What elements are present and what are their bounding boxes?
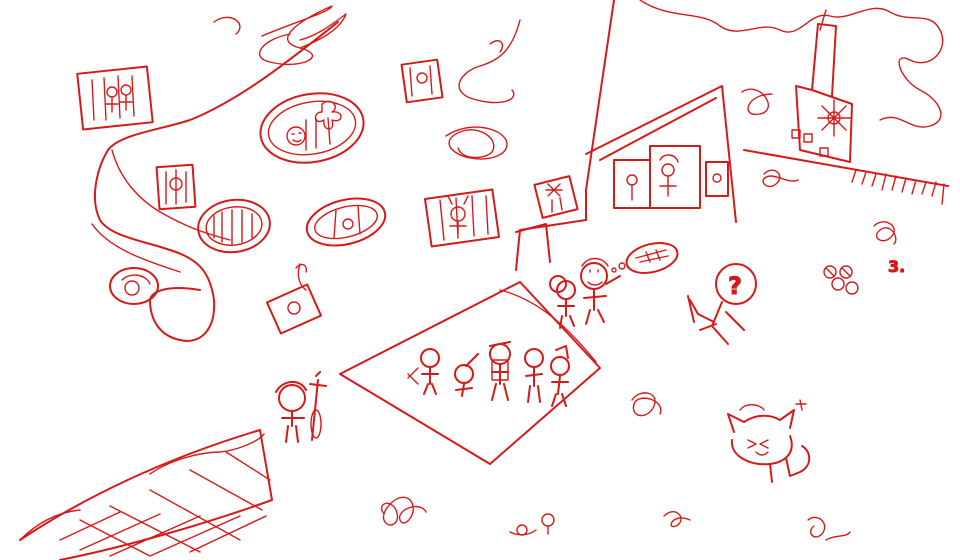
factory <box>744 10 948 204</box>
scribble-cloud-center <box>446 20 520 159</box>
scribble-corner-bottom-right <box>808 517 850 540</box>
sword-figure <box>276 372 326 442</box>
plaza <box>340 282 600 464</box>
digit-three-mark: 3. <box>888 257 905 276</box>
net-area <box>20 430 272 560</box>
flower-pair-bottom <box>510 514 554 535</box>
frame-oval-face <box>110 268 158 304</box>
figure-group-upper <box>550 259 620 329</box>
frame-oval-flower <box>255 85 369 170</box>
scribble-hook-center <box>490 41 502 52</box>
building <box>516 0 736 270</box>
figure-5 <box>551 346 569 406</box>
question-mark-glyph: ? <box>728 272 742 300</box>
ribbon-path <box>95 22 338 341</box>
ink-layer: 3. ? <box>20 0 948 560</box>
scribble-small-right <box>763 170 798 186</box>
scribble-cursive-bottom-left <box>382 497 426 525</box>
frame-lantern <box>157 165 196 209</box>
scribble-flower-right <box>874 222 896 244</box>
figure-3 <box>490 342 510 400</box>
frame-tilted-dark <box>267 264 321 333</box>
figure-4 <box>525 349 543 402</box>
ribbon-edge <box>92 150 230 272</box>
building-window-center <box>650 146 700 208</box>
building-window-left <box>614 160 650 208</box>
scribble-top-right <box>640 0 943 127</box>
frame-caged-figures <box>77 66 152 129</box>
scribble-loop-bottom-center <box>632 393 661 416</box>
scribble-loop-top <box>300 14 346 48</box>
thought-bubble <box>612 238 681 278</box>
flower-cluster-right <box>824 266 858 294</box>
figure-1 <box>408 349 439 394</box>
question-mark-figure: ? <box>688 264 756 344</box>
building-window-right <box>706 162 728 196</box>
figure-2 <box>455 354 478 396</box>
figure-row <box>408 342 569 406</box>
frame-oval-gate <box>195 195 274 257</box>
frame-star-figure <box>534 176 577 218</box>
cat <box>728 400 809 482</box>
frame-small-smile <box>402 60 443 103</box>
frame-center-figure <box>425 190 499 247</box>
frame-oval-figure <box>302 191 390 253</box>
scribble-tail-bottom <box>664 512 690 527</box>
